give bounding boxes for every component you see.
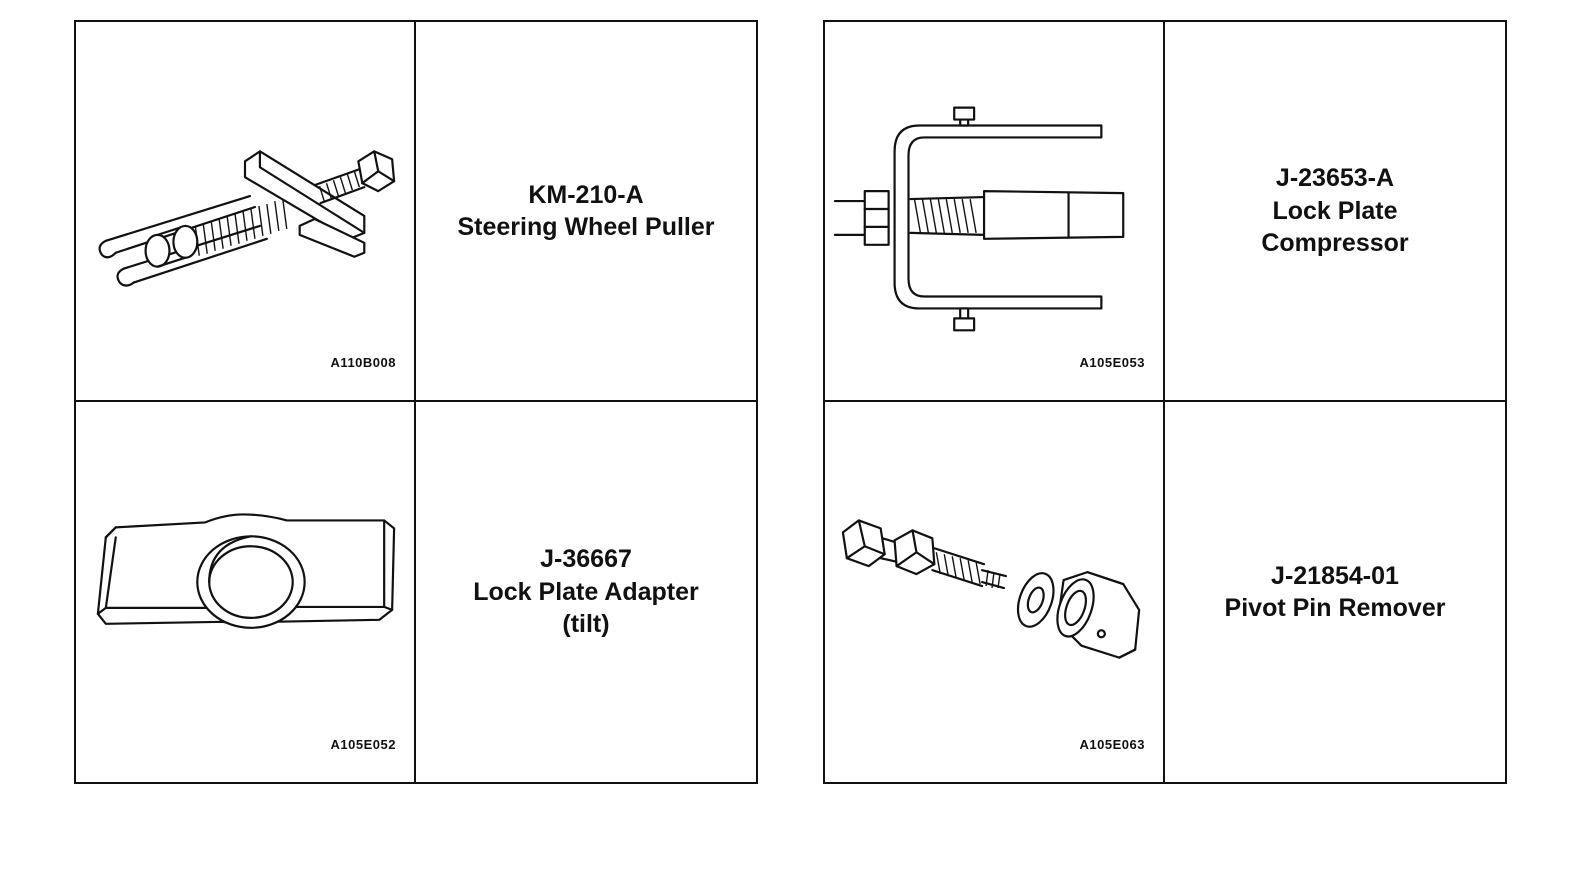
part-number: J-36667 bbox=[540, 545, 632, 574]
figure-code: A110B008 bbox=[330, 355, 396, 370]
tool-name-line: Lock Plate Adapter bbox=[473, 577, 699, 606]
tool-name-line: Compressor bbox=[1261, 229, 1409, 258]
figure-code: A105E063 bbox=[1079, 737, 1145, 752]
tool-label-cell: J-23653-A Lock Plate Compressor bbox=[1165, 22, 1505, 402]
tool-illustration-cell: A110B008 bbox=[76, 22, 416, 402]
tool-name-line: Pivot Pin Remover bbox=[1224, 594, 1446, 622]
tool-label-cell: KM-210-A Steering Wheel Puller bbox=[416, 22, 756, 402]
tool-name-line: Lock Plate bbox=[1272, 196, 1398, 225]
pivot-pin-remover-illustration bbox=[841, 519, 1141, 659]
part-number: J-21854-01 bbox=[1271, 561, 1399, 590]
tool-panel-left: A110B008 KM-210-A Steering Wheel Puller … bbox=[74, 20, 758, 784]
tool-label-cell: J-21854-01 Pivot Pin Remover bbox=[1165, 402, 1505, 782]
tool-name-line: (tilt) bbox=[562, 610, 610, 639]
figure-code: A105E052 bbox=[330, 737, 396, 752]
tool-illustration-cell: A105E052 bbox=[76, 402, 416, 782]
tool-name-line: Steering Wheel Puller bbox=[457, 213, 715, 241]
lock-plate-adapter-illustration bbox=[96, 513, 396, 629]
part-number: KM-210-A bbox=[528, 180, 644, 209]
tool-illustration-cell: A105E063 bbox=[825, 402, 1165, 782]
figure-code: A105E053 bbox=[1079, 355, 1145, 370]
tool-label-cell: J-36667 Lock Plate Adapter (tilt) bbox=[416, 402, 756, 782]
part-number: J-23653-A bbox=[1275, 164, 1395, 193]
tool-panel-right: A105E053 J-23653-A Lock Plate Compressor bbox=[823, 20, 1507, 784]
tool-illustration-cell: A105E053 bbox=[825, 22, 1165, 402]
steering-wheel-puller-illustration bbox=[98, 150, 396, 287]
lock-plate-compressor-illustration bbox=[833, 106, 1125, 332]
